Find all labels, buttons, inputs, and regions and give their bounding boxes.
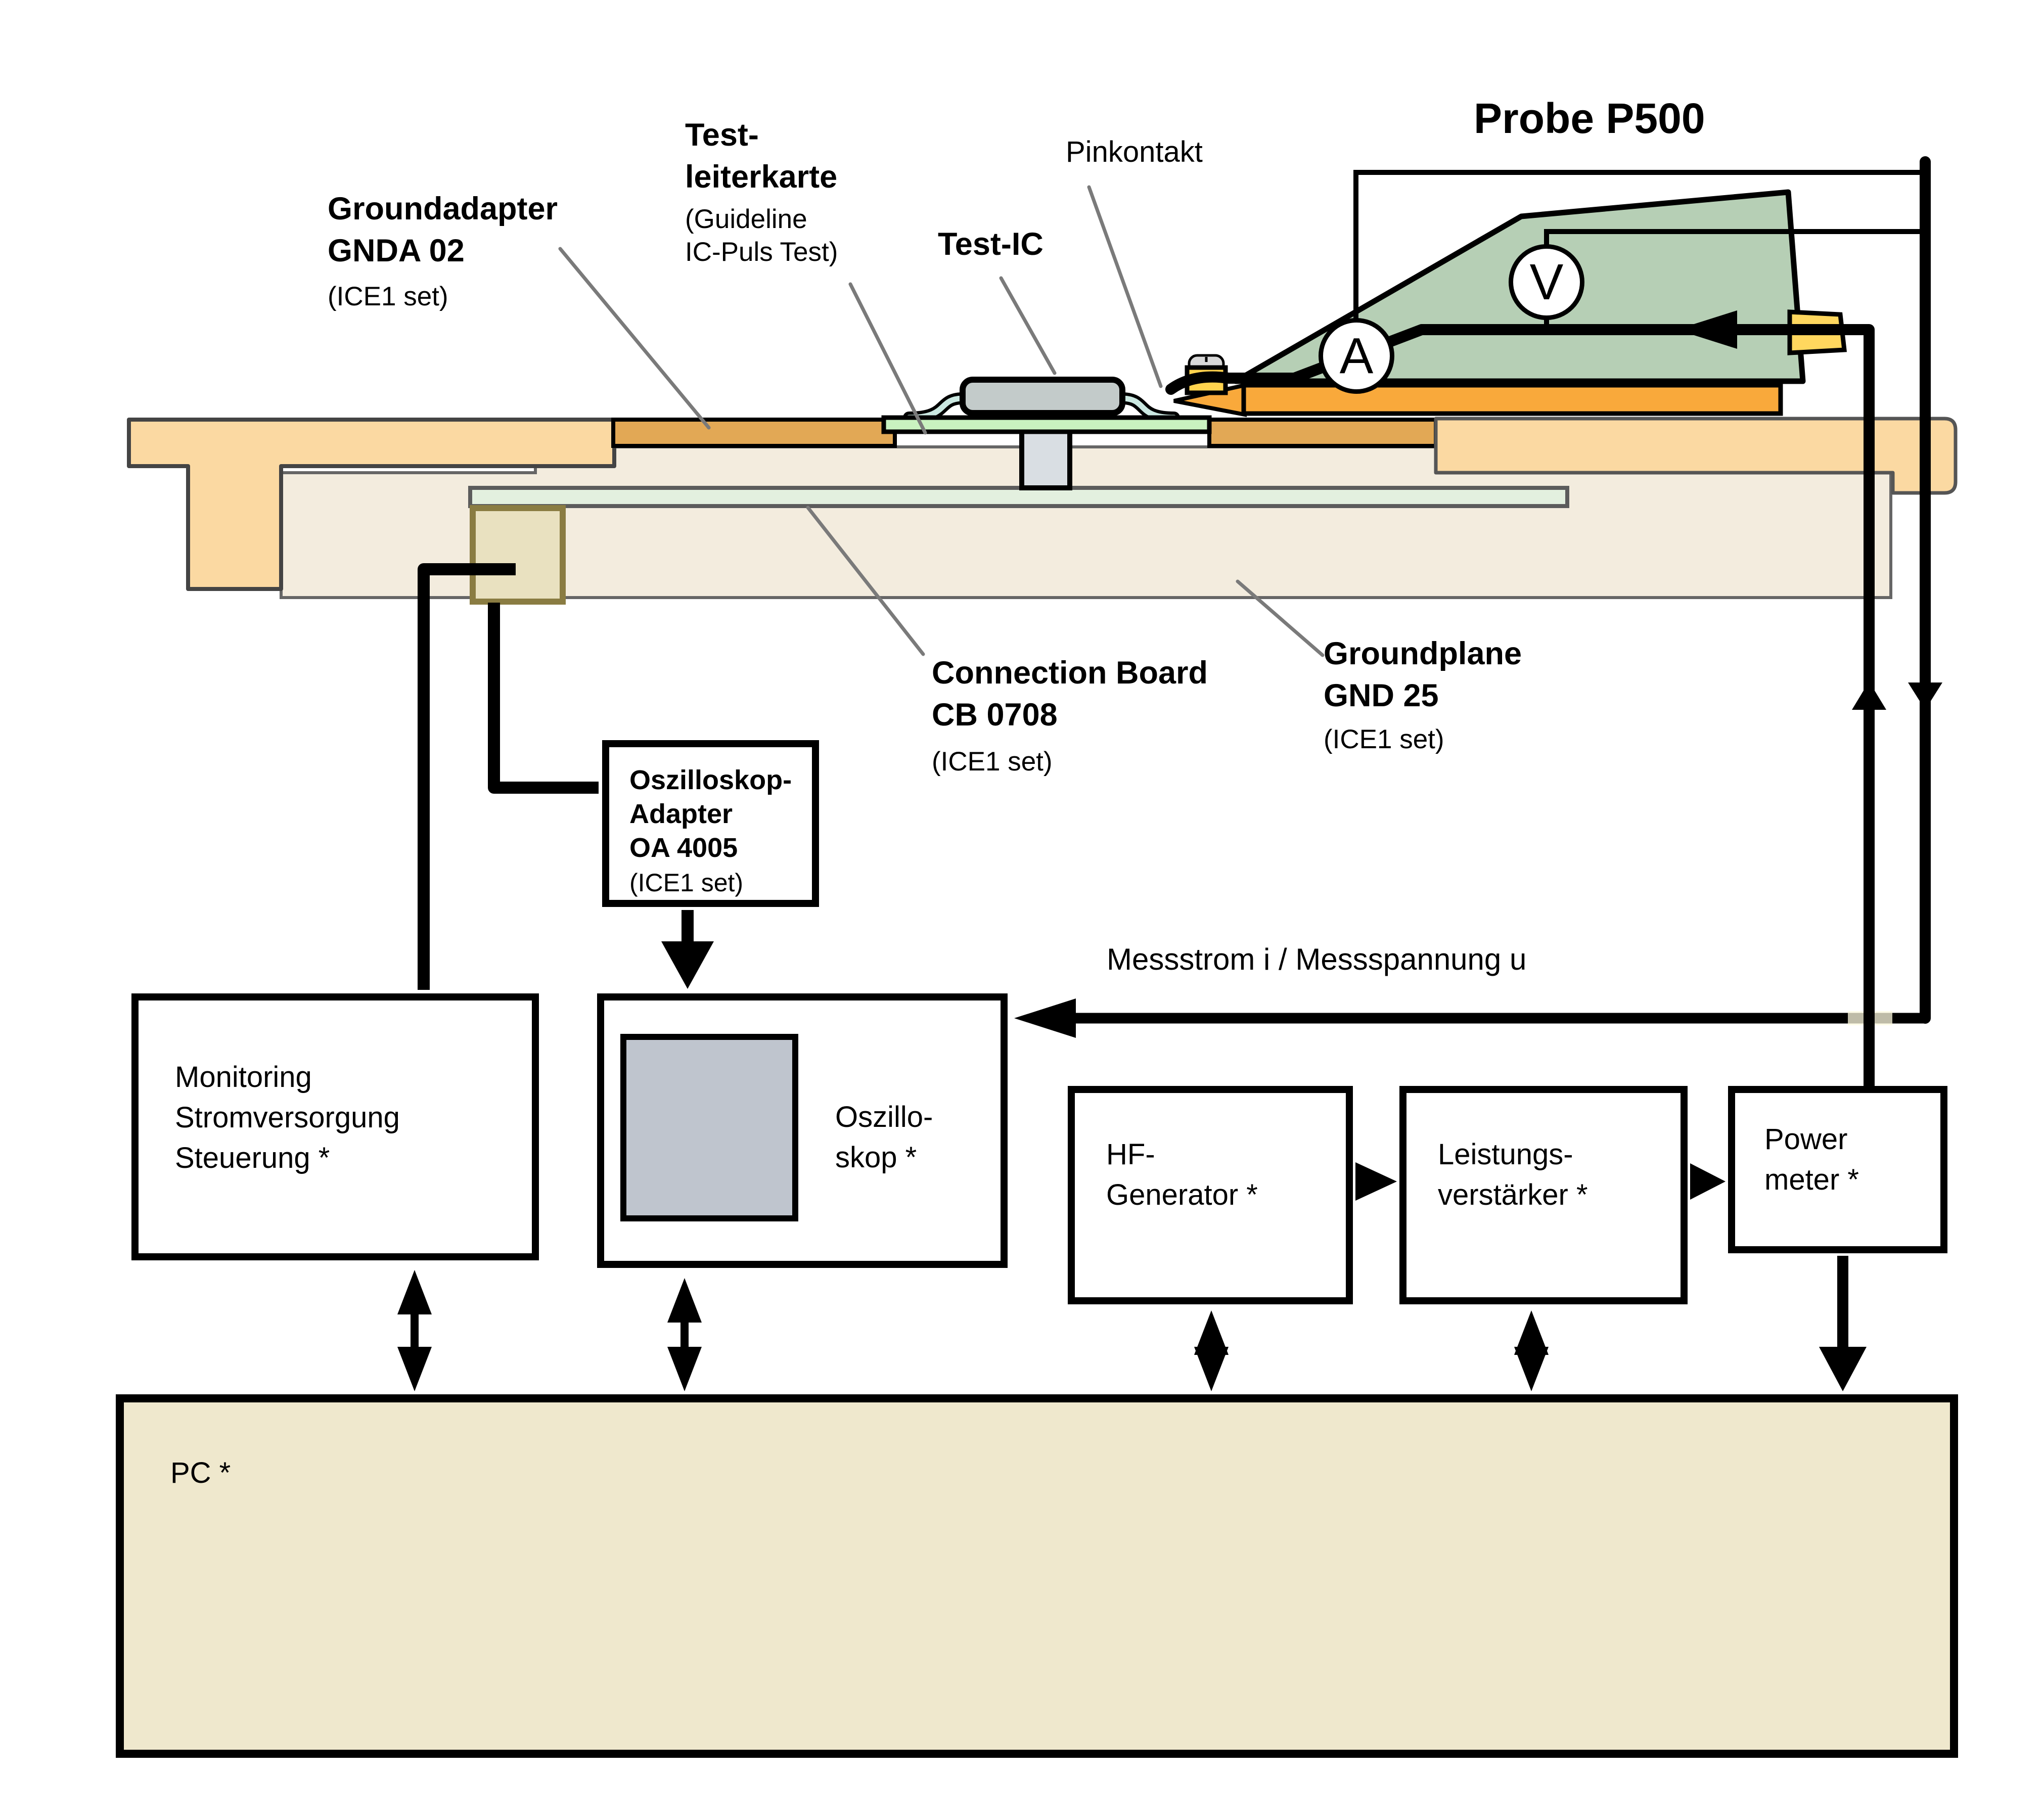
- power-meter-box: Power meter *: [1728, 1086, 1947, 1253]
- monitoring-cable: [418, 563, 516, 990]
- ammeter-wire: [1353, 170, 1925, 356]
- hf-generator-box: HF- Generator *: [1068, 1086, 1353, 1304]
- oa-line3: OA 4005: [629, 833, 738, 863]
- leader-groundadapter: [558, 247, 711, 430]
- voltmeter-letter: V: [1529, 253, 1564, 310]
- messstrom-label: Messstrom i / Messspannung u: [1107, 942, 1527, 976]
- connection-board-line1: Connection Board: [932, 655, 1208, 691]
- power-meter-line2: meter *: [1764, 1163, 1859, 1196]
- connection-board-label: Connection Board CB 0708 (ICE1 set): [932, 652, 1208, 780]
- groundadapter-left-segment: [611, 418, 897, 448]
- monitoring-box: Monitoring Stromversorgung Steuerung *: [131, 993, 539, 1260]
- hf-to-verstaerker-arrow: [1355, 1162, 1397, 1201]
- groundplane-line2: GND 25: [1324, 678, 1439, 714]
- verstaerker-line2: verstärker *: [1438, 1178, 1588, 1211]
- groundplane-label: Groundplane GND 25 (ICE1 set): [1324, 633, 1522, 757]
- double-arrow-hf-generator: [1194, 1310, 1229, 1391]
- monitoring-line2: Stromversorgung: [175, 1101, 400, 1134]
- oa-adapter-cable: [488, 603, 599, 794]
- ic-pillar: [1019, 428, 1072, 490]
- groundadapter-right-segment: [1207, 418, 1438, 448]
- connection-board-note: (ICE1 set): [932, 747, 1053, 777]
- voltmeter-icon: V: [1509, 244, 1584, 320]
- oszilloskop-screen: [620, 1034, 798, 1221]
- leader-pinkontakt: [1087, 185, 1163, 388]
- monitoring-line1: Monitoring: [175, 1061, 312, 1094]
- oa-down-arrowhead: [661, 941, 714, 989]
- connection-board-line2: CB 0708: [932, 697, 1058, 733]
- oa-adapter-box: Oszilloskop- Adapter OA 4005 (ICE1 set): [602, 740, 819, 907]
- ammeter-icon: A: [1319, 318, 1394, 394]
- oa-line1: Oszilloskop-: [629, 765, 792, 795]
- probe-title: Probe P500: [1474, 95, 1705, 142]
- right-bracket: [1434, 417, 1958, 495]
- power-meter-line1: Power: [1764, 1123, 1848, 1156]
- oa-line2: Adapter: [629, 799, 733, 829]
- oszilloskop-line1: Oszillo-: [835, 1101, 933, 1133]
- leader-connection-board: [806, 506, 925, 656]
- powermeter-pc-arrowhead: [1819, 1347, 1867, 1391]
- groundadapter-note: (ICE1 set): [328, 282, 448, 312]
- probe-foot: [1241, 383, 1783, 416]
- groundadapter-label: Groundadapter GNDA 02 (ICE1 set): [328, 188, 558, 314]
- test-ic-body: [960, 377, 1125, 416]
- pc-box: PC *: [116, 1394, 1958, 1758]
- pc-label: PC *: [170, 1457, 231, 1489]
- double-arrow-oszilloskop: [667, 1278, 702, 1391]
- oa-note: (ICE1 set): [629, 869, 744, 897]
- double-arrow-monitoring: [397, 1270, 432, 1391]
- probe-feed-wire: [1165, 324, 1875, 1091]
- double-arrow-verstaerker: [1514, 1310, 1549, 1391]
- hf-line1: HF-: [1106, 1138, 1155, 1171]
- leader-testleiterkarte: [848, 282, 927, 435]
- ammeter-letter: A: [1339, 327, 1374, 384]
- messstrom-arrowhead: [1014, 998, 1076, 1038]
- testleiterkarte-label: Test- leiterkarte (Guideline IC-Puls Tes…: [685, 114, 838, 269]
- leader-test-ic: [999, 276, 1057, 375]
- measure-arrowhead-down: [1908, 682, 1942, 710]
- groundplane-note: (ICE1 set): [1324, 724, 1444, 755]
- test-ic-label: Test-IC: [938, 226, 1043, 262]
- hf-line2: Generator *: [1106, 1178, 1258, 1211]
- groundplane-line1: Groundplane: [1324, 636, 1522, 671]
- testleiterkarte-note2: IC-Puls Test): [685, 237, 838, 267]
- feed-arrowhead-left: [1676, 310, 1737, 349]
- connection-board-strip: [468, 486, 1569, 508]
- testleiterkarte-note1: (Guideline: [685, 204, 807, 235]
- leader-groundplane: [1236, 579, 1325, 657]
- groundadapter-line1: Groundadapter: [328, 191, 558, 226]
- oszi-adapter-block: [470, 505, 566, 605]
- testleiterkarte-line1: Test-: [685, 117, 759, 153]
- oszilloskop-label: Oszillo- skop *: [835, 1097, 933, 1178]
- verstaerker-to-powermeter-arrow: [1690, 1163, 1726, 1200]
- verstaerker-box: Leistungs- verstärker *: [1399, 1086, 1688, 1304]
- testleiterkarte-line2: leiterkarte: [685, 159, 838, 195]
- oszilloskop-line2: skop *: [835, 1141, 917, 1174]
- verstaerker-line1: Leistungs-: [1438, 1138, 1573, 1171]
- groundadapter-line2: GNDA 02: [328, 233, 465, 269]
- pinkontakt-label: Pinkontakt: [1066, 135, 1203, 168]
- feed-arrowhead-up: [1852, 681, 1886, 710]
- test-pcb-strip: [881, 415, 1212, 434]
- monitoring-line3: Steuerung *: [175, 1142, 330, 1174]
